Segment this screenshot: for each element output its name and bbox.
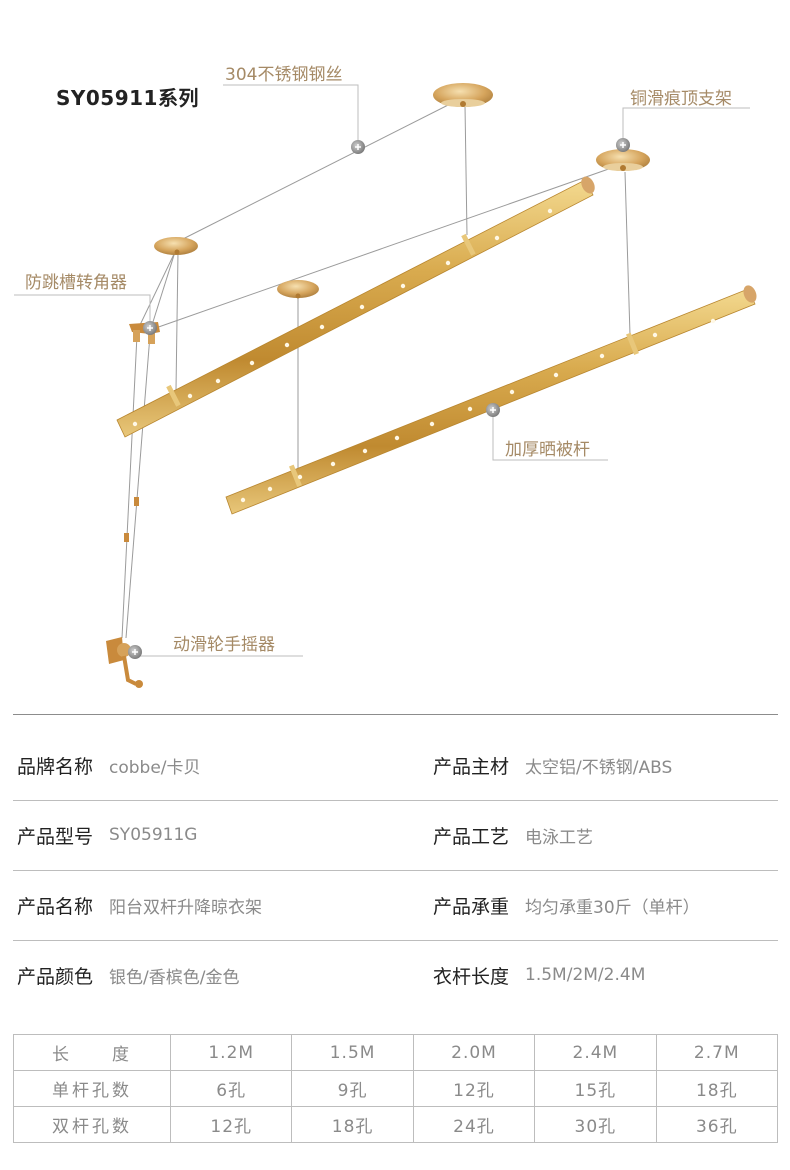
table-cell: 2.7M: [655, 1034, 779, 1071]
spec-item: 产品型号 SY05911G: [17, 800, 197, 870]
spec-value: 电泳工艺: [525, 827, 594, 848]
spec-label: 产品工艺: [433, 825, 510, 848]
lower-drying-rod: [225, 285, 757, 515]
hand-crank: [106, 637, 143, 688]
plus-pin-icon: [351, 140, 365, 154]
spec-value: 太空铝/不锈钢/ABS: [525, 757, 673, 778]
table-cell: 12孔: [169, 1106, 293, 1143]
table-cell: 18孔: [655, 1070, 779, 1107]
table-cell: 15孔: [534, 1070, 657, 1107]
callout-steel-wire: 304不锈钢钢丝: [225, 65, 343, 85]
spec-label: 衣杆长度: [433, 965, 510, 988]
series-title: SY05911系列: [56, 86, 199, 110]
table-cell: 36孔: [655, 1106, 779, 1143]
table-row-header: 单杆孔数: [13, 1070, 171, 1107]
plus-pin-icon: [128, 645, 142, 659]
spec-item: 产品承重 均匀承重30斤（单杆）: [433, 870, 700, 940]
table-cell: 6孔: [169, 1070, 293, 1107]
spec-value: SY05911G: [109, 825, 198, 845]
table-row-header: 双杆孔数: [13, 1106, 171, 1143]
callout-hand-crank: 动滑轮手摇器: [173, 635, 275, 655]
table-header-row: 长 度 1.2M 1.5M 2.0M 2.4M 2.7M: [13, 1034, 779, 1071]
spec-label: 品牌名称: [17, 755, 94, 778]
spec-item: 产品名称 阳台双杆升降晾衣架: [17, 870, 262, 940]
table-row: 双杆孔数 12孔 18孔 24孔 30孔 36孔: [13, 1106, 779, 1143]
plus-pin-icon: [486, 403, 500, 417]
spec-label: 产品型号: [17, 825, 94, 848]
table-cell: 30孔: [534, 1106, 657, 1143]
spec-row: 产品颜色 银色/香槟色/金色 衣杆长度 1.5M/2M/2.4M: [13, 940, 778, 1010]
row-divider: [13, 870, 778, 871]
table-cell: 1.2M: [169, 1034, 293, 1071]
spec-item: 衣杆长度 1.5M/2M/2.4M: [433, 940, 645, 1010]
table-cell: 18孔: [291, 1106, 414, 1143]
spec-label: 产品颜色: [17, 965, 94, 988]
spec-item: 产品颜色 银色/香槟色/金色: [17, 940, 239, 1010]
spec-label: 产品名称: [17, 895, 94, 918]
spec-row: 产品型号 SY05911G 产品工艺 电泳工艺: [13, 800, 778, 870]
callout-pins: [128, 138, 630, 659]
cable-stopper: [134, 497, 139, 506]
callout-ceiling-bracket: 铜滑痕顶支架: [630, 89, 732, 109]
table-row: 单杆孔数 6孔 9孔 12孔 15孔 18孔: [13, 1070, 779, 1107]
spec-value: 均匀承重30斤（单杆）: [525, 897, 700, 918]
table-cell: 2.0M: [412, 1034, 536, 1071]
row-divider: [13, 800, 778, 801]
spec-value: 阳台双杆升降晾衣架: [109, 897, 263, 918]
spec-item: 产品主材 太空铝/不锈钢/ABS: [433, 730, 672, 800]
steel-wire-cables: [121, 97, 631, 639]
callout-leader-lines: [14, 84, 750, 657]
cable-stopper: [124, 533, 129, 542]
spec-label: 产品承重: [433, 895, 510, 918]
spec-row: 品牌名称 cobbe/卡贝 产品主材 太空铝/不锈钢/ABS: [13, 730, 778, 800]
table-cell: 12孔: [412, 1070, 536, 1107]
spec-item: 品牌名称 cobbe/卡贝: [17, 730, 201, 800]
spec-value: 1.5M/2M/2.4M: [525, 965, 646, 985]
table-row-header: 长 度: [13, 1034, 171, 1071]
spec-value: cobbe/卡贝: [109, 757, 201, 778]
product-diagram: SY05911系列 304不锈钢钢丝 铜滑痕顶支架 防跳槽转角器 加厚晒被杆 动…: [14, 65, 757, 688]
spec-value: 银色/香槟色/金色: [109, 967, 240, 988]
spec-item: 产品工艺 电泳工艺: [433, 800, 593, 870]
section-divider: [13, 714, 778, 715]
row-divider: [13, 940, 778, 941]
callout-corner-device: 防跳槽转角器: [25, 273, 127, 293]
spec-label: 产品主材: [433, 755, 510, 778]
plus-pin-icon: [616, 138, 630, 152]
table-cell: 2.4M: [534, 1034, 657, 1071]
table-cell: 24孔: [412, 1106, 536, 1143]
hole-count-table: 长 度 1.2M 1.5M 2.0M 2.4M 2.7M 单杆孔数 6孔 9孔 …: [13, 1034, 779, 1143]
upper-drying-rod: [116, 176, 595, 438]
drying-rack-illustration: [14, 83, 757, 688]
callout-thick-rod: 加厚晒被杆: [505, 440, 590, 460]
table-cell: 9孔: [291, 1070, 414, 1107]
spec-row: 产品名称 阳台双杆升降晾衣架 产品承重 均匀承重30斤（单杆）: [13, 870, 778, 940]
ceiling-bracket-discs: [154, 83, 650, 299]
plus-pin-icon: [143, 321, 157, 335]
table-cell: 1.5M: [291, 1034, 414, 1071]
